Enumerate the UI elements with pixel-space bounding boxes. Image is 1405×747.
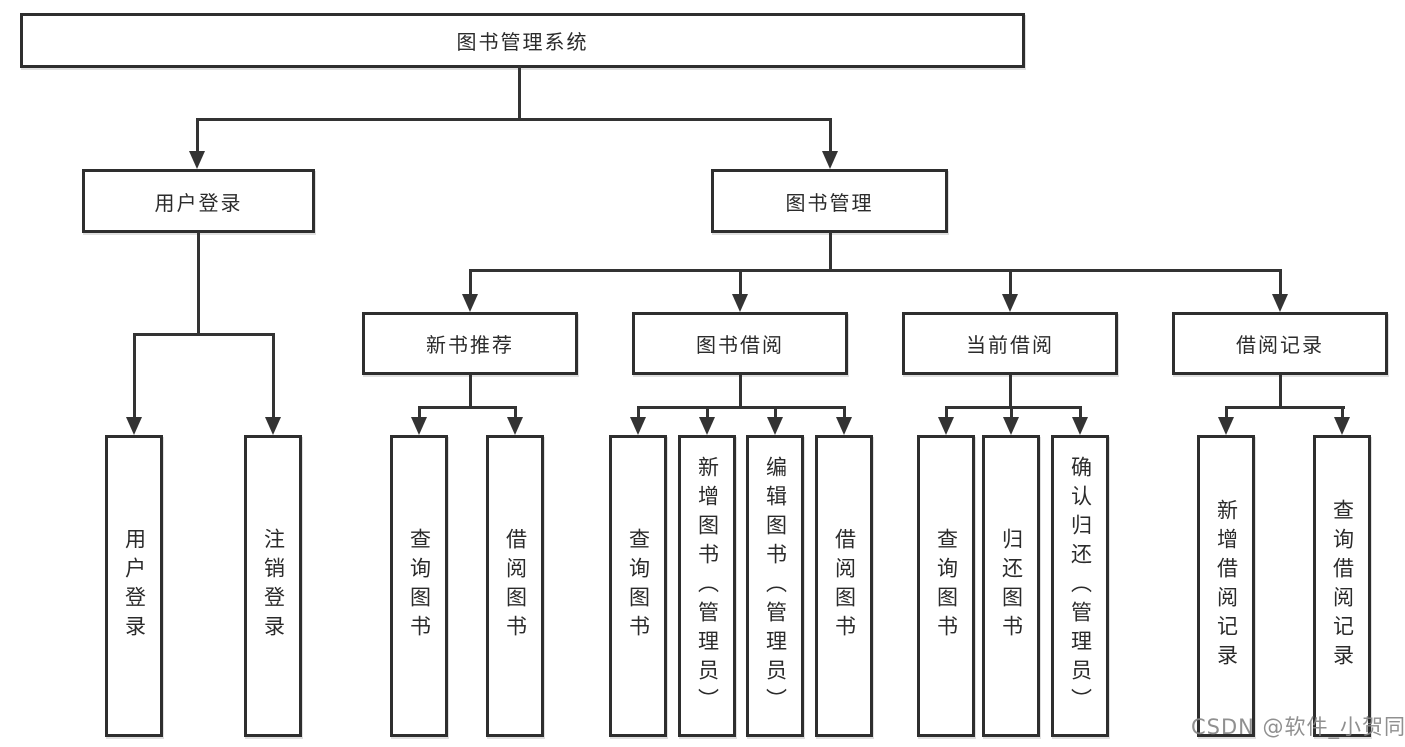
arrow-down-icon: [699, 417, 715, 435]
leaf-logout-label: 注销登录: [261, 528, 286, 644]
node-new-book-recommend-label: 新书推荐: [426, 333, 514, 357]
connector-line: [468, 269, 1282, 272]
node-current-borrow-label: 当前借阅: [966, 333, 1054, 357]
leaf-query-books-borrow-label: 查询图书: [626, 528, 651, 644]
arrow-down-icon: [1218, 417, 1234, 435]
leaf-edit-books-admin-label: 编辑图书（管理员）: [763, 455, 788, 717]
node-book-management: 图书管理: [711, 169, 948, 233]
leaf-borrow-books-recommend-label: 借阅图书: [503, 528, 528, 644]
node-current-borrow: 当前借阅: [902, 312, 1118, 375]
connector-line: [195, 118, 832, 121]
connector-line: [271, 333, 275, 417]
leaf-query-books-borrow: 查询图书: [609, 435, 667, 737]
leaf-borrow-books: 借阅图书: [815, 435, 873, 737]
node-user-login-label: 用户登录: [154, 190, 243, 215]
leaf-query-books-recommend-label: 查询图书: [407, 528, 432, 644]
connector-line: [417, 406, 517, 409]
connector-line: [828, 232, 832, 272]
leaf-query-borrow-record-label: 查询借阅记录: [1330, 499, 1355, 673]
arrow-down-icon: [1072, 417, 1088, 435]
arrow-down-icon: [126, 417, 142, 435]
leaf-confirm-return-admin-label: 确认归还（管理员）: [1068, 455, 1093, 717]
connector-line: [195, 118, 199, 151]
leaf-user-login: 用户登录: [105, 435, 163, 737]
connector-line: [132, 333, 136, 417]
connector-line: [1224, 406, 1345, 409]
connector-line: [1340, 406, 1344, 417]
connector-line: [1278, 269, 1282, 294]
connector-line: [636, 406, 846, 409]
arrow-down-icon: [507, 417, 523, 435]
connector-line: [842, 406, 846, 417]
connector-line: [705, 406, 709, 417]
leaf-add-borrow-record: 新增借阅记录: [1197, 435, 1255, 737]
arrow-down-icon: [1334, 417, 1350, 435]
node-book-borrow: 图书借阅: [632, 312, 848, 375]
node-borrow-records: 借阅记录: [1172, 312, 1388, 375]
connector-line: [468, 375, 472, 409]
node-book-management-label: 图书管理: [785, 190, 874, 215]
connector-line: [417, 406, 421, 417]
connector-line: [1008, 269, 1012, 294]
connector-line: [132, 333, 275, 336]
node-new-book-recommend: 新书推荐: [362, 312, 578, 375]
leaf-query-borrow-record: 查询借阅记录: [1313, 435, 1371, 737]
leaf-return-books: 归还图书: [982, 435, 1040, 737]
connector-line: [738, 269, 742, 294]
leaf-return-books-label: 归还图书: [999, 528, 1024, 644]
leaf-edit-books-admin: 编辑图书（管理员）: [746, 435, 804, 737]
connector-line: [468, 269, 472, 294]
connector-line: [636, 406, 640, 417]
leaf-query-books-current: 查询图书: [917, 435, 975, 737]
arrow-down-icon: [1003, 417, 1019, 435]
connector-line: [1078, 406, 1082, 417]
arrow-down-icon: [822, 151, 838, 169]
arrow-down-icon: [462, 294, 478, 312]
connector-line: [1224, 406, 1228, 417]
arrow-down-icon: [265, 417, 281, 435]
arrow-down-icon: [1002, 294, 1018, 312]
node-user-login: 用户登录: [82, 169, 315, 233]
leaf-confirm-return-admin: 确认归还（管理员）: [1051, 435, 1109, 737]
arrow-down-icon: [411, 417, 427, 435]
leaf-user-login-label: 用户登录: [122, 528, 147, 644]
arrow-down-icon: [938, 417, 954, 435]
connector-line: [513, 406, 517, 417]
node-book-borrow-label: 图书借阅: [696, 333, 784, 357]
watermark-text: CSDN @软件_小贺同学: [1191, 715, 1405, 739]
connector-line: [738, 375, 742, 409]
node-root: 图书管理系统: [20, 13, 1025, 68]
connector-line: [773, 406, 777, 417]
connector-line: [944, 406, 948, 417]
arrow-down-icon: [836, 417, 852, 435]
arrow-down-icon: [767, 417, 783, 435]
arrow-down-icon: [1272, 294, 1288, 312]
connector-line: [1008, 375, 1012, 409]
arrow-down-icon: [630, 417, 646, 435]
connector-line: [944, 406, 1082, 409]
leaf-add-borrow-record-label: 新增借阅记录: [1214, 499, 1239, 673]
leaf-logout: 注销登录: [244, 435, 302, 737]
connector-line: [196, 232, 200, 336]
leaf-add-books-admin-label: 新增图书（管理员）: [695, 455, 720, 717]
leaf-query-books-current-label: 查询图书: [934, 528, 959, 644]
arrow-down-icon: [189, 151, 205, 169]
connector-line: [1278, 375, 1282, 409]
leaf-borrow-books-recommend: 借阅图书: [486, 435, 544, 737]
arrow-down-icon: [732, 294, 748, 312]
connector-line: [517, 66, 521, 121]
leaf-query-books-recommend: 查询图书: [390, 435, 448, 737]
connector-line: [828, 118, 832, 151]
node-borrow-records-label: 借阅记录: [1236, 333, 1324, 357]
connector-line: [1009, 406, 1013, 417]
leaf-add-books-admin: 新增图书（管理员）: [678, 435, 736, 737]
node-root-label: 图书管理系统: [456, 30, 589, 54]
leaf-borrow-books-label: 借阅图书: [832, 528, 857, 644]
